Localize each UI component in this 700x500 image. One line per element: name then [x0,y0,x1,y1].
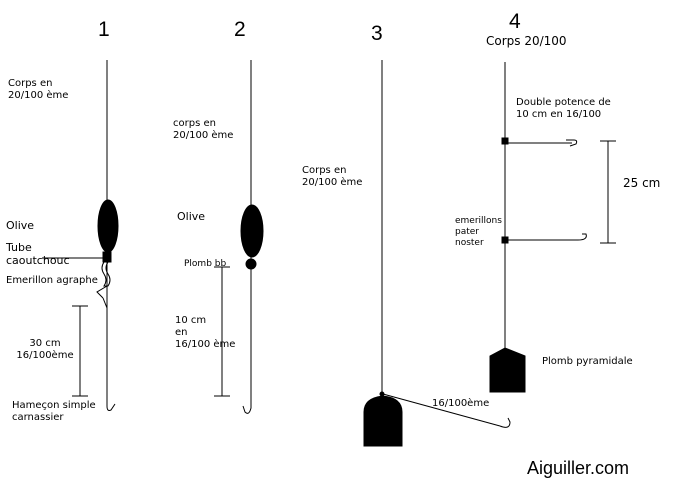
rig-1-snap-swivel [101,261,111,287]
rig-4-hook-bottom [577,233,587,241]
rig-1-swivel-label: Emerillon agraphe [6,275,98,286]
rig-2-length-label: 10 cm en 16/100 ème [175,315,236,350]
rig-1-hook [106,392,116,411]
rig-4-swivels-label: emerillons pater noster [455,216,502,248]
rig-4-sinker-label: Plomb pyramidale [542,356,633,367]
rig-4-sinker [489,347,526,393]
rig-1-hook-label: Hameçon simple carnassier [12,400,96,423]
rig-4-number: 4 [509,10,521,33]
rig-3-body-label: Corps en 20/100 ème [302,165,363,188]
rig-1-tube-label: Tube caoutchouc [6,241,70,267]
rig-4-spacing-label: 25 cm [623,176,661,190]
rig-3-leader [382,393,501,427]
rig-3-line-label: 16/100ème [432,398,490,409]
rig-1-body-label: Corps en 20/100 ème [8,78,69,101]
rig-1-leader-bend [102,297,108,309]
rig-4-drawing [489,62,616,393]
rig-1-olive-label: Olive [6,219,35,232]
rig-1-rubber-tube [102,251,112,263]
rig-3-sinker [363,395,403,447]
rig-4-title-label: Corps 20/100 [486,34,567,48]
rig-2-drawing [214,60,264,414]
rig-2-body-label: corps en 20/100 ème [173,118,234,141]
rig-3-number: 3 [371,22,383,45]
rig-2-shot-label: Plomb bb [184,259,227,269]
rig-2-hook [242,390,252,414]
rig-1-drawing [42,60,119,411]
rig-2-number: 2 [234,18,246,41]
rig-2-split-shot [245,258,257,270]
rig-4-swivel-top [501,137,509,145]
rig-4-hook-top [566,139,578,147]
rig-2-olive-label: Olive [177,210,206,223]
rig-1-olive [97,199,119,253]
rig-1-number: 1 [98,18,110,41]
rig-1-snap-clip [96,285,108,299]
rig-3-hook [499,417,511,428]
site-watermark: Aiguiller.com [527,458,630,478]
rig-1-length-label: 30 cm 16/100ème [16,338,74,361]
rig-4-potence-label: Double potence de 10 cm en 16/100 [516,97,611,120]
rig-3-drawing [363,60,511,447]
rig-2-olive [240,204,264,258]
